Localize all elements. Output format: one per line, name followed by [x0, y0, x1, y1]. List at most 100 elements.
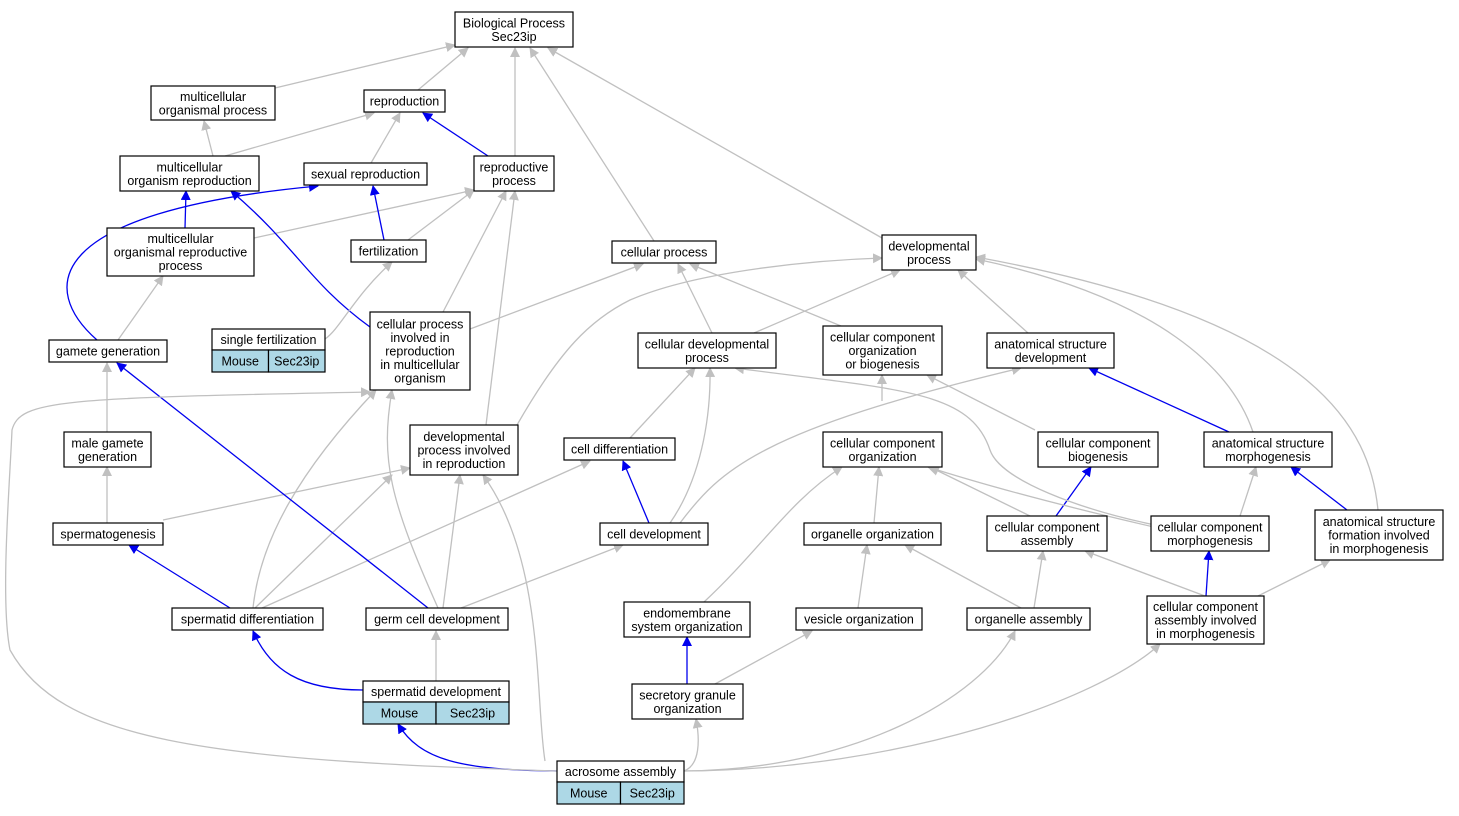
term-box — [803, 522, 942, 546]
term-box — [119, 155, 260, 192]
is-a-edge — [529, 47, 655, 242]
term-label: organism reproduction — [127, 174, 251, 188]
term-node-orgorg[interactable]: organelle organization — [803, 522, 942, 546]
term-node-cp[interactable]: cellular process — [611, 240, 717, 264]
term-node-sexrep[interactable]: sexual reproduction — [303, 162, 428, 186]
term-label: in morphogenesis — [1330, 542, 1429, 556]
term-box — [1037, 431, 1159, 468]
term-node-vo[interactable]: vesicle organization — [795, 607, 923, 631]
is-a-edge — [677, 263, 713, 334]
term-label: male gamete — [71, 436, 143, 450]
term-box — [303, 162, 428, 186]
term-node-gg[interactable]: gamete generation — [48, 339, 168, 363]
part-of-edge — [180, 190, 191, 229]
term-box — [881, 234, 977, 271]
term-box — [631, 683, 744, 720]
part-of-edge — [116, 362, 429, 609]
is-a-edge — [1239, 466, 1258, 517]
is-a-edge — [274, 42, 456, 89]
is-a-edge — [873, 466, 884, 524]
gene-cell — [267, 349, 326, 373]
term-label: developmental — [423, 430, 504, 444]
is-a-edge — [975, 255, 1254, 433]
is-a-edge — [926, 374, 1036, 431]
term-label: cell differentiation — [571, 443, 668, 457]
term-label: secretory granule — [639, 688, 736, 702]
term-label: assembly — [1021, 534, 1075, 548]
term-node-sdiff[interactable]: spermatid differentiation — [171, 607, 324, 631]
term-label: assembly involved — [1154, 614, 1256, 628]
term-label: cellular component — [830, 331, 935, 345]
edge-layer — [4, 42, 1379, 772]
term-label: developmental — [888, 239, 969, 253]
term-label: cellular component — [1158, 520, 1263, 534]
organism-label: Mouse — [570, 787, 608, 801]
part-of-edge — [369, 185, 385, 241]
is-a-edge — [857, 544, 871, 609]
term-label: cellular process — [621, 246, 708, 260]
is-a-edge — [904, 544, 1022, 609]
gene-label: Sec23ip — [274, 355, 319, 369]
term-node-fert[interactable]: fertilization — [350, 239, 427, 263]
term-node-cdiff[interactable]: cell differentiation — [563, 437, 676, 461]
is-a-edge — [442, 474, 464, 609]
gene-cell — [619, 781, 685, 805]
is-a-edge — [385, 389, 439, 609]
part-of-edge — [397, 723, 558, 772]
term-label: spermatogenesis — [60, 528, 155, 542]
term-label: organelle organization — [811, 528, 934, 542]
is-a-edge — [703, 466, 843, 603]
is-a-edge — [253, 187, 475, 239]
term-label: process — [685, 351, 729, 365]
part-of-edge — [1055, 466, 1092, 517]
term-label: spermatid development — [371, 685, 501, 699]
term-label: in reproduction — [423, 457, 506, 471]
is-a-edge — [224, 110, 375, 157]
is-a-edge — [683, 630, 1016, 772]
term-node-repro[interactable]: reproduction — [363, 89, 446, 113]
is-a-edge — [460, 543, 624, 609]
term-box — [1203, 431, 1333, 468]
is-a-edge — [417, 47, 469, 91]
is-a-edge — [929, 466, 1031, 517]
term-label: multicellular — [157, 160, 223, 174]
term-label: cellular component — [830, 436, 935, 450]
term-box — [795, 607, 923, 631]
term-label: reproductive — [480, 160, 549, 174]
term-node-oa[interactable]: organelle assembly — [966, 607, 1091, 631]
is-a-edge — [683, 718, 703, 772]
term-box — [966, 607, 1091, 631]
gene-label: Sec23ip — [630, 787, 675, 801]
is-a-edge — [1257, 559, 1331, 597]
term-node-sperm[interactable]: spermatogenesis — [52, 522, 164, 546]
term-label: gamete generation — [56, 345, 160, 359]
term-node-celldev[interactable]: cell development — [599, 522, 709, 546]
is-a-edge — [261, 460, 591, 609]
term-node-gcd[interactable]: germ cell development — [365, 607, 509, 631]
is-a-edge — [683, 643, 1161, 772]
